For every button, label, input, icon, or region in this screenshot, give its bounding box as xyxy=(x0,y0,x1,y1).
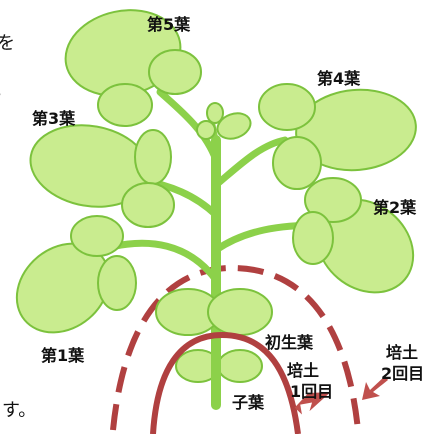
leaf-3-side xyxy=(134,129,172,185)
leaf-3-low xyxy=(121,182,175,228)
bud-left xyxy=(196,120,216,140)
leaf-4-low xyxy=(272,136,322,190)
leaf-1-top xyxy=(70,215,124,257)
hilling-1-arrow xyxy=(294,392,331,415)
leaf-1-low xyxy=(97,255,137,311)
edge-text-top: を xyxy=(0,33,15,54)
label-leaf1: 第1葉 xyxy=(41,346,85,365)
label-hilling1-line2: 1回目 xyxy=(290,382,333,401)
label-leaf2: 第2葉 xyxy=(373,198,417,217)
label-leaf4: 第4葉 xyxy=(317,69,361,88)
edge-text-mid: 。 xyxy=(0,80,12,101)
leaf-5-low xyxy=(97,83,153,127)
leaf-5-side xyxy=(148,49,202,95)
label-hilling2-line1: 培土 xyxy=(386,343,418,362)
label-cotyledon: 子葉 xyxy=(232,393,265,412)
hilling-2-line xyxy=(110,264,361,431)
primary-leaf-right xyxy=(207,288,273,336)
leaves xyxy=(15,9,417,383)
bud-center xyxy=(206,102,224,124)
label-leaf3: 第3葉 xyxy=(32,109,76,128)
label-primary-leaf: 初生葉 xyxy=(265,333,314,352)
bud-right xyxy=(216,112,252,140)
label-hilling2-line2: 2回目 xyxy=(381,364,424,383)
hilling-1-line xyxy=(150,331,301,434)
hilling-2-arrow xyxy=(362,376,388,400)
cotyledon-right xyxy=(217,349,263,383)
label-leaf5: 第5葉 xyxy=(147,15,191,34)
leaf-4-top xyxy=(258,83,316,131)
leaf-2-low xyxy=(292,211,334,265)
leaf-4-main xyxy=(295,88,417,172)
leaf-2-top xyxy=(304,177,362,223)
label-hilling1-line1: 培土 xyxy=(287,361,319,380)
edge-text-bottom: す。 xyxy=(2,400,36,421)
